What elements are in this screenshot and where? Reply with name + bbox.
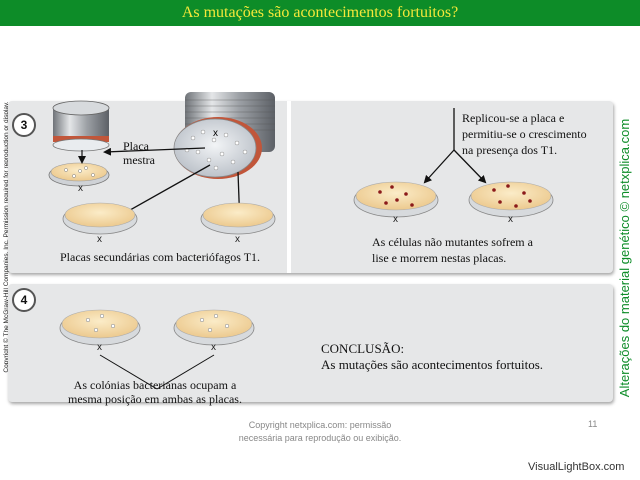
secondary-plate-1 xyxy=(62,202,138,235)
replica-stamp-small-icon xyxy=(52,100,110,152)
conclusion-heading: CONCLUSÃO: xyxy=(321,341,405,356)
colonies-label: As colónias bacterianas ocupam a mesma p… xyxy=(68,378,242,406)
colony-plate-2 xyxy=(173,309,255,346)
secondary-plate-2 xyxy=(200,202,276,235)
page-number: 11 xyxy=(588,419,598,429)
colony-plate-1 xyxy=(59,309,141,346)
plate-x-mark-1: x xyxy=(97,234,102,245)
step-number-3: 3 xyxy=(12,113,36,137)
lysis-label: As células não mutantes sofrem a lise e … xyxy=(372,235,533,265)
replica-plate-lysis-2 xyxy=(468,181,554,218)
conclusion-text: As mutações são acontecimentos fortuitos… xyxy=(321,357,544,372)
stamp-x-mark: x xyxy=(213,128,218,139)
master-plate-x-mark: x xyxy=(78,183,83,194)
slide-title: As mutações são acontecimentos fortuitos… xyxy=(0,0,640,26)
footer-line-2: necessária para reprodução ou exibição. xyxy=(238,433,402,443)
step-number-4: 4 xyxy=(12,288,36,312)
panel-divider xyxy=(287,101,291,273)
plate-x-mark-2: x xyxy=(235,234,240,245)
footer-line-1: Copyright netxplica.com: permissão xyxy=(248,420,392,430)
master-plate-icon xyxy=(48,162,110,187)
plate-x-mark-5: x xyxy=(97,342,102,353)
replica-label: Replicou-se a placa e permitiu-se o cres… xyxy=(462,111,587,157)
secondary-plates-label: Placas secundárias com bacteriófagos T1. xyxy=(60,250,261,264)
plate-x-mark-6: x xyxy=(211,342,216,353)
watermark-text: VisualLightBox.com xyxy=(528,461,625,473)
plate-x-mark-4: x xyxy=(508,214,513,225)
replica-stamp-large-icon xyxy=(173,92,275,179)
replica-plate-lysis-1 xyxy=(353,181,439,218)
master-plate-label: Placa mestra xyxy=(123,139,155,167)
footer-copyright: Copyright netxplica.com: permissão neces… xyxy=(200,419,440,445)
plate-x-mark-3: x xyxy=(393,214,398,225)
